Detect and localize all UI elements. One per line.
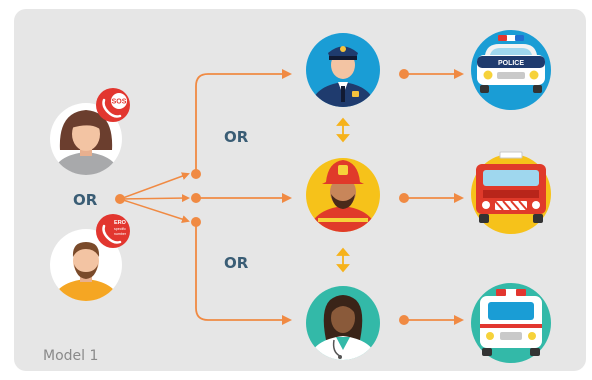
doctor-icon xyxy=(306,286,380,360)
or-label-lower: OR xyxy=(224,254,249,272)
ero-phone-badge: ERO specific number xyxy=(96,214,130,248)
caller-woman-avatar xyxy=(50,103,122,175)
double-arrow-fire-medical xyxy=(336,247,350,273)
ero-text: ERO xyxy=(114,220,127,226)
ero-subtext-1: specific xyxy=(114,227,126,231)
double-arrow-police-fire xyxy=(336,117,350,143)
route-to-medical xyxy=(195,222,292,325)
caller-man-avatar xyxy=(50,229,122,301)
ero-subtext-2: number xyxy=(114,232,127,236)
fan-out-connectors xyxy=(119,172,190,223)
police-car-text: POLICE xyxy=(498,60,524,67)
police-car-icon: POLICE xyxy=(471,30,551,110)
or-label-callers: OR xyxy=(73,191,98,209)
police-officer-icon xyxy=(306,33,380,107)
firefighter-icon xyxy=(306,158,380,232)
model-label: Model 1 xyxy=(43,348,99,364)
route-to-police xyxy=(195,69,292,173)
fire-truck-icon xyxy=(471,151,551,234)
ambulance-icon xyxy=(471,283,551,363)
connector-dots xyxy=(115,69,409,325)
dispatch-connectors xyxy=(195,69,464,325)
sos-text: SOS xyxy=(112,99,127,106)
or-label-upper: OR xyxy=(224,128,249,146)
sos-phone-badge: SOS xyxy=(96,88,130,122)
